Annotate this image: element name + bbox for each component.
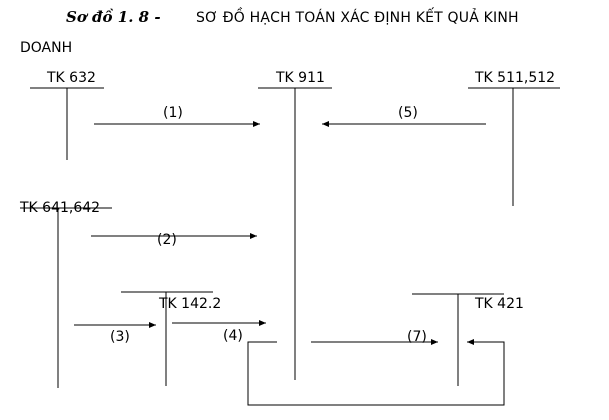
t-account-1422: TK 142.2: [121, 291, 221, 386]
loop-connector: [247, 339, 505, 406]
arrow-label-4: (4): [223, 328, 243, 344]
account-label-632: TK 632: [46, 70, 96, 86]
t-account-421: TK 421: [412, 293, 524, 386]
arrow-label-2: (2): [157, 232, 177, 248]
t-account-911: TK 911: [258, 70, 332, 380]
t-account-511: TK 511,512: [468, 70, 560, 206]
account-label-911: TK 911: [275, 70, 325, 86]
account-label-511: TK 511,512: [474, 70, 555, 86]
t-account-632: TK 632: [30, 70, 104, 160]
diagram-title-line2: DOANH: [20, 40, 73, 56]
arrow-label-5: (5): [398, 105, 418, 121]
figure-label: Sơ đồ 1. 8 -: [66, 8, 161, 26]
arrow-label-3: (3): [110, 329, 130, 345]
arrow-label-7: (7): [407, 329, 427, 345]
diagram-title: SƠ ĐỒ HẠCH TOÁN XÁC ĐỊNH KẾT QUẢ KINH: [196, 10, 519, 26]
t-account-641: TK 641,642: [19, 200, 112, 388]
arrow-label-1: (1): [163, 105, 183, 121]
account-label-421: TK 421: [474, 296, 524, 312]
account-label-1422: TK 142.2: [158, 296, 221, 312]
